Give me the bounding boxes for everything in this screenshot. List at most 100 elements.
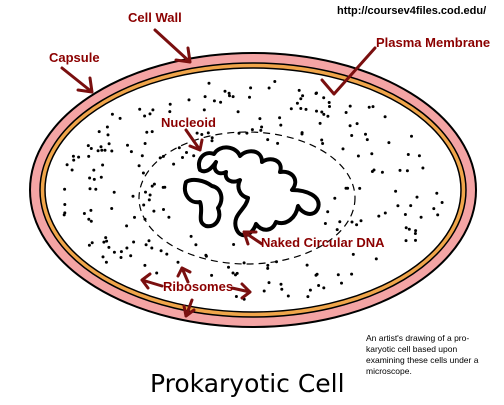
ribosome-dot: [100, 148, 104, 152]
ribosome-dot: [417, 154, 421, 158]
ribosome-dot: [306, 295, 310, 299]
ribosome-dot: [142, 203, 146, 207]
ribosome-dot: [227, 91, 231, 95]
ribosome-dot: [440, 201, 444, 204]
ribosome-dot: [414, 238, 417, 242]
ribosome-dot: [436, 213, 440, 217]
ribosome-dot: [181, 156, 184, 159]
ribosome-dot: [231, 95, 235, 99]
ribosome-dot: [194, 243, 198, 247]
ribosome-dot: [351, 252, 355, 256]
ribosome-dot: [333, 196, 337, 200]
plasma-membrane: [44, 67, 462, 313]
ribosome-dot: [104, 236, 108, 240]
ribosome-dot: [415, 195, 419, 199]
ribosome-dot: [192, 154, 196, 158]
ribosome-dot: [187, 98, 191, 102]
ribosome-dot: [232, 243, 236, 246]
ribosome-dot: [92, 177, 96, 181]
ribosomes-label: Ribosomes: [163, 279, 233, 294]
ribosome-dot: [279, 282, 283, 286]
caption-line: karyotic cell based upon: [366, 344, 458, 354]
ribosome-dot: [147, 239, 151, 243]
ribosome-dot: [358, 186, 362, 190]
ribosome-dot: [105, 239, 109, 243]
ribosome-dot: [207, 81, 211, 85]
ribosome-dot: [364, 132, 367, 136]
ribosome-dot: [119, 256, 123, 259]
ribosome-dot: [367, 105, 371, 109]
ribosome-dot: [335, 228, 339, 232]
ribosome-dot: [248, 95, 251, 99]
ribosome-dot: [258, 117, 262, 121]
ribosome-dot: [210, 273, 214, 277]
ribosome-dot: [200, 133, 204, 136]
ribosome-dot: [315, 109, 318, 113]
ribosome-dot: [103, 148, 107, 152]
ribosome-dot: [346, 186, 350, 190]
ribosome-dot: [101, 255, 105, 259]
ribosome-dot: [242, 261, 246, 265]
ribosome-dot: [321, 142, 325, 145]
ribosome-dot: [348, 104, 352, 108]
ribosome-dot: [340, 281, 343, 285]
ribosome-dot: [371, 105, 375, 109]
ribosome-dot: [129, 150, 133, 154]
ribosome-dot: [129, 254, 133, 258]
ribosome-dot: [150, 246, 154, 250]
ribosome-dot: [82, 212, 86, 215]
ribosome-dot: [223, 89, 227, 93]
ribosome-dot: [185, 151, 188, 154]
ribosome-dot: [143, 263, 147, 267]
ribosome-dot: [97, 130, 101, 134]
nucleoid-label: Nucleoid: [161, 115, 216, 130]
ribosome-dot: [92, 168, 96, 172]
ribosome-dot: [88, 176, 92, 180]
ribosome-dot: [102, 240, 106, 244]
ribosome-dot: [350, 134, 354, 137]
caption-line: examining these cells under a: [366, 355, 479, 365]
ribosome-dot: [89, 208, 93, 212]
capsule-arrow: [60, 66, 94, 94]
ribosome-dot: [145, 130, 149, 134]
ribosome-dot: [87, 154, 91, 158]
ribosome-dot: [70, 168, 74, 172]
ribosome-dot: [125, 246, 129, 250]
ribosome-dot: [96, 149, 100, 153]
ribosome-dot: [177, 146, 181, 150]
ribosome-dot: [380, 170, 384, 174]
ribosome-dot: [350, 272, 354, 276]
ribosome-dot: [63, 187, 67, 191]
ribosome-dot: [140, 154, 144, 158]
pointer-arrows: [60, 28, 377, 318]
ribosome-dot: [159, 249, 163, 253]
ribosome-dot: [148, 112, 152, 116]
ribosome-dot: [150, 130, 154, 134]
ribosome-dot: [168, 110, 172, 114]
cell-wall-label: Cell Wall: [128, 10, 182, 25]
ribosome-dot: [297, 88, 301, 92]
ribosome-dot: [326, 210, 330, 214]
ribosome-dot: [370, 152, 374, 156]
ribosome-dot: [348, 124, 352, 128]
ribosome-arrow-up: [176, 266, 192, 284]
ribosome-dot: [133, 215, 136, 219]
caption: An artist's drawing of a pro- karyotic c…: [366, 333, 504, 377]
ribosome-dot: [206, 131, 210, 135]
ribosome-dot: [279, 123, 283, 127]
ribosome-dot: [266, 266, 270, 270]
ribosome-dot: [276, 141, 280, 145]
ribosome-dot: [227, 265, 230, 269]
ribosome-dot: [203, 95, 207, 99]
ribosome-dot: [273, 80, 277, 83]
ribosome-dot: [65, 163, 69, 167]
ribosome-dot: [89, 219, 93, 223]
ribosome-dot: [72, 158, 76, 162]
ribosome-dot: [125, 224, 129, 228]
ribosome-dot: [299, 107, 303, 110]
plasma-membrane-arrow: [320, 46, 377, 96]
ribosome-dot: [341, 147, 345, 151]
ribosome-dot: [295, 101, 299, 105]
ribosome-dot: [374, 257, 378, 261]
ribosome-dot: [407, 227, 411, 231]
